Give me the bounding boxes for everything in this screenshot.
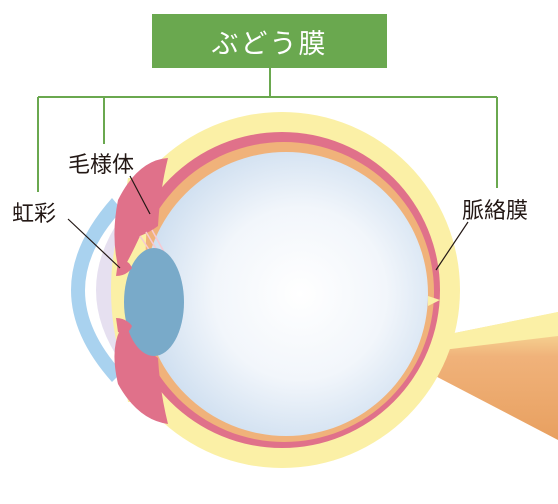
- lens: [124, 248, 184, 356]
- choroid-label: 脈絡膜: [462, 199, 529, 224]
- iris-label: 虹彩: [12, 202, 57, 227]
- leader-lines: [37, 68, 498, 192]
- anterior-chamber: [96, 216, 122, 364]
- iris-upper: [116, 260, 132, 276]
- ciliary-pointer-line: [129, 175, 151, 215]
- ciliary-body-upper: [114, 158, 168, 274]
- uvea-title-box: ぶどう膜: [152, 14, 387, 68]
- ciliary-body-lower: [114, 328, 168, 424]
- vitreous-body: [144, 152, 428, 436]
- ciliary-body-label: 毛様体: [68, 153, 135, 178]
- choroid-pointer-line: [435, 221, 469, 271]
- optic-nerve-sheath: [420, 312, 558, 352]
- pointer-lines: [67, 175, 469, 271]
- iris-pointer-line: [67, 218, 121, 269]
- cornea: [71, 198, 122, 382]
- uvea-title: ぶどう膜: [211, 28, 328, 60]
- iris-lower: [116, 318, 132, 334]
- fovea-notch: [428, 296, 440, 306]
